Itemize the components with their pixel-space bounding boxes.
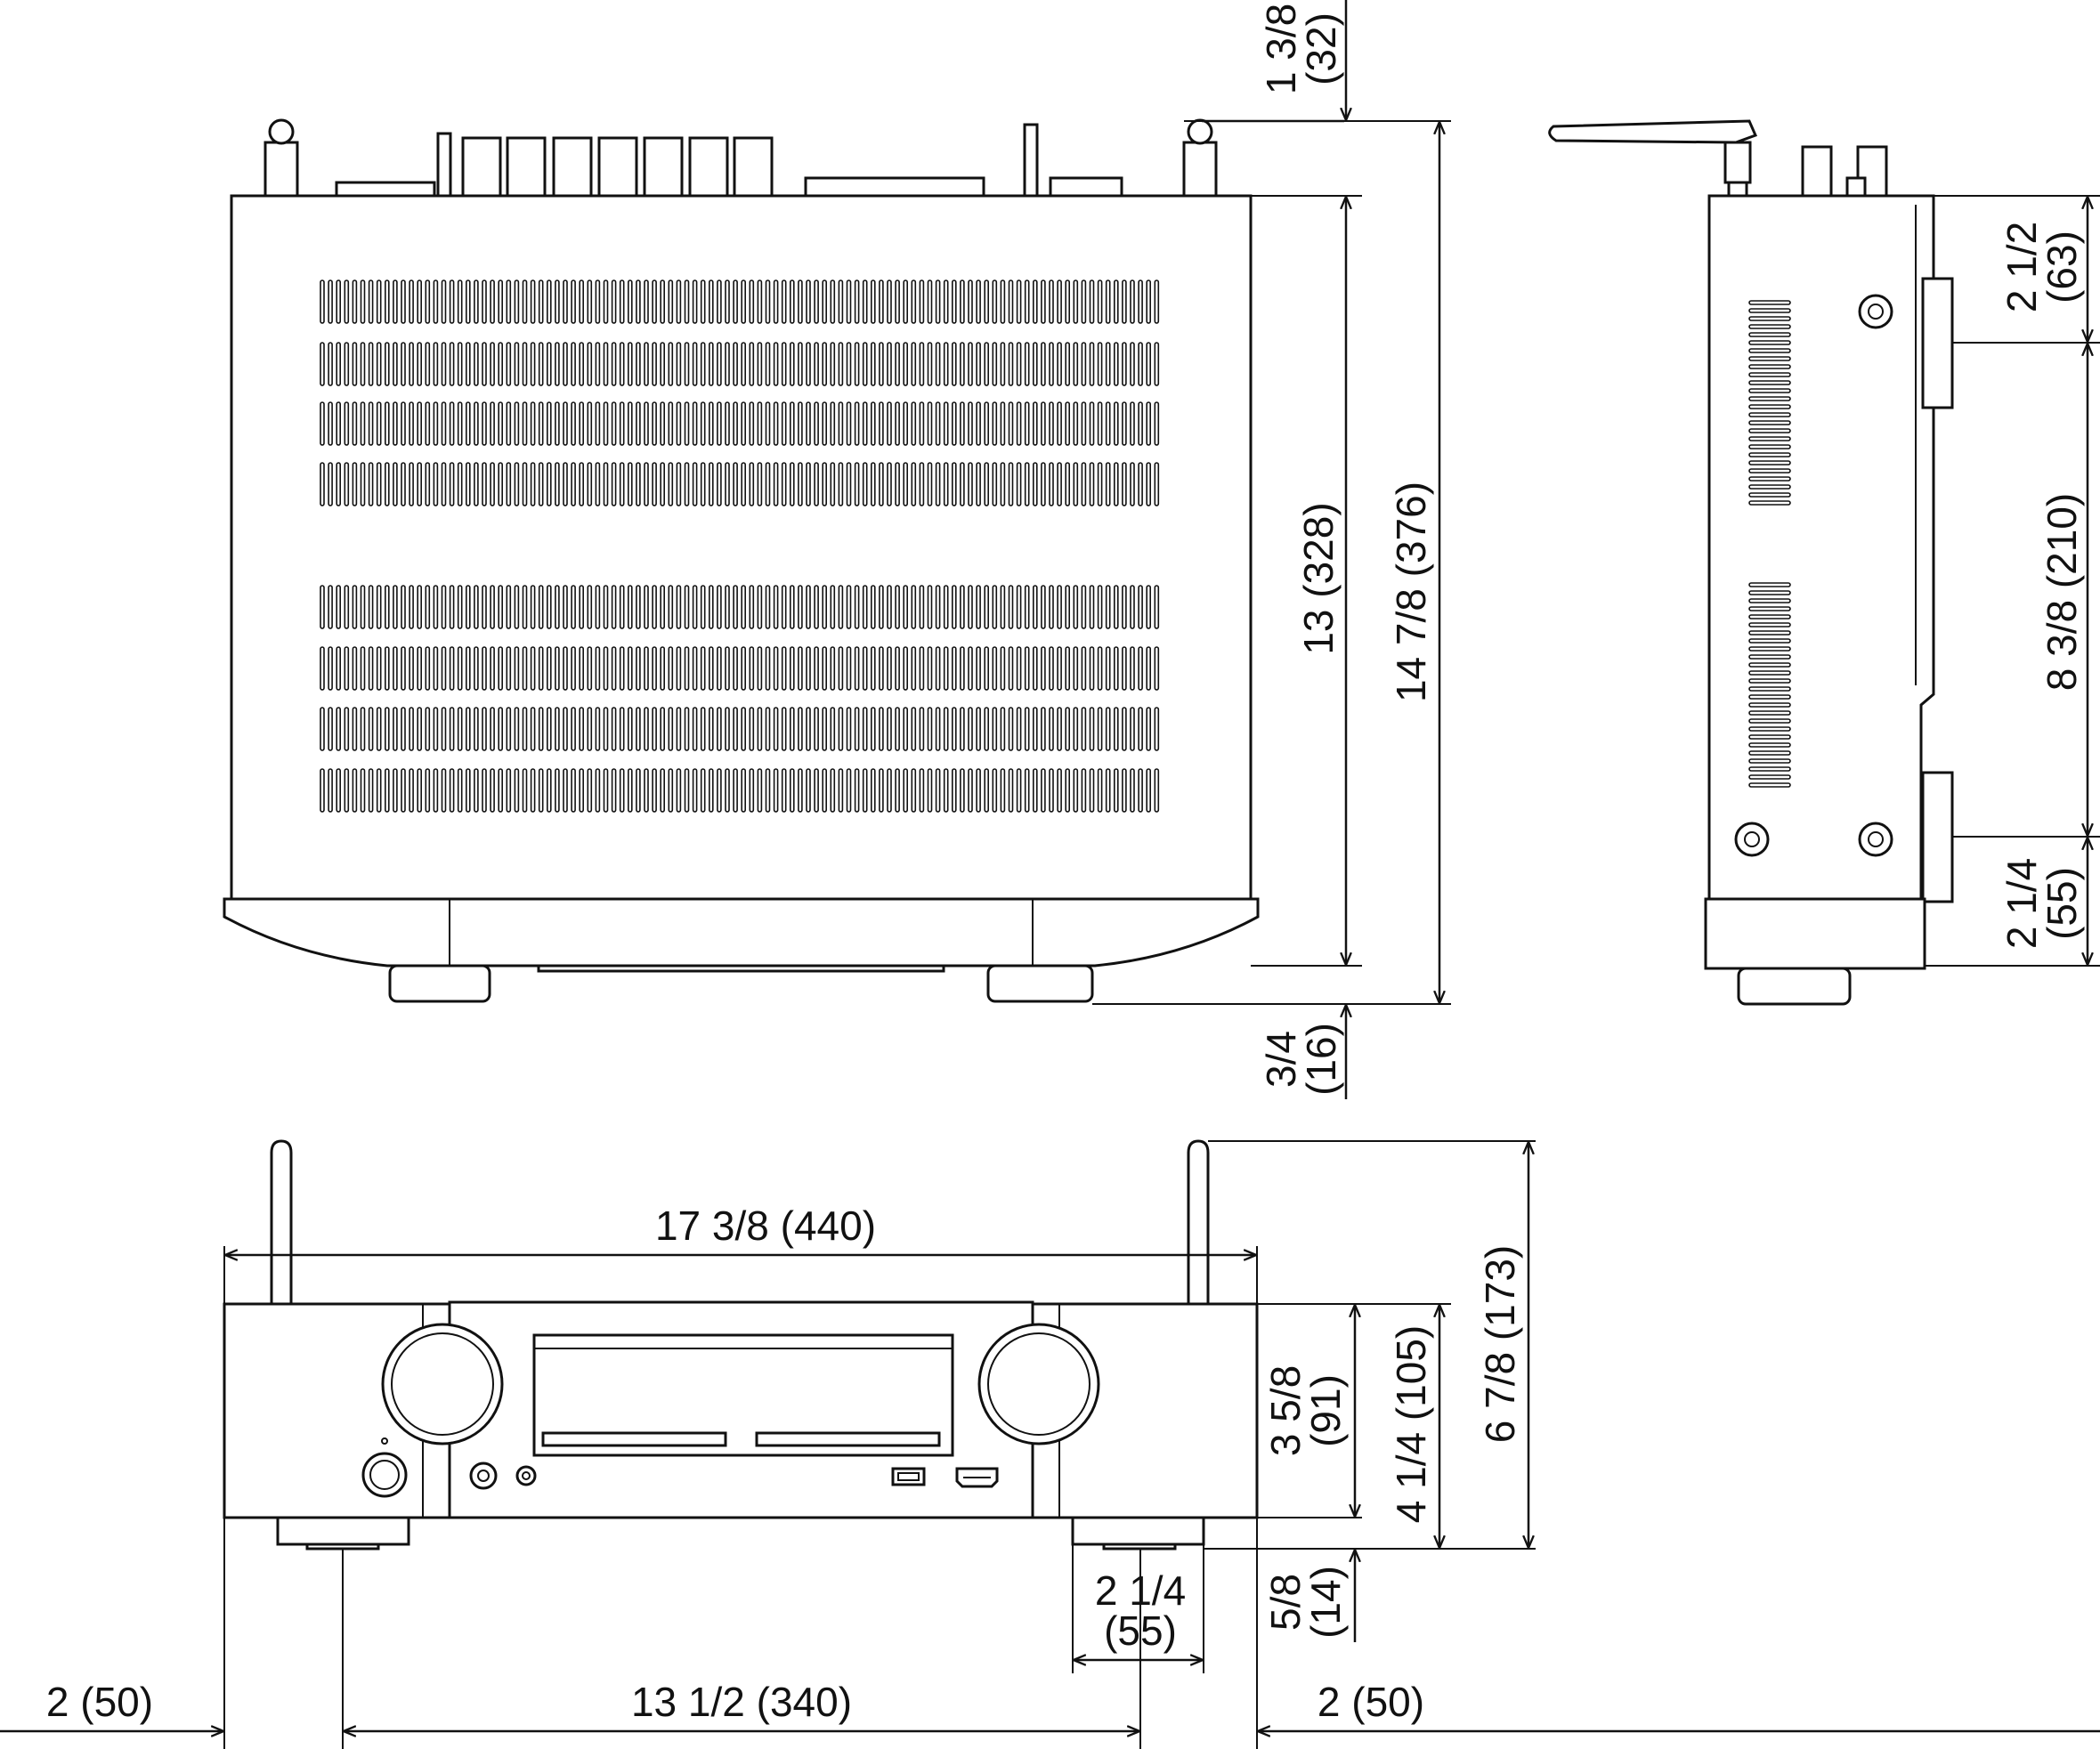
- left-foot: [276, 1516, 410, 1546]
- display-led-bar-right: [755, 1431, 941, 1447]
- headphone-jack[interactable]: [469, 1462, 498, 1490]
- front-view-dimensions: 17 3/8 (440) 3 5/8 (91) 4 1/4 (105) 6 7/…: [0, 1140, 2100, 1749]
- input-selector-knob[interactable]: [381, 1323, 504, 1445]
- side-top-foot: [1921, 277, 1954, 409]
- left-margin-dim: 2 (50): [46, 1679, 153, 1725]
- knob-dim-mm: (16): [1298, 1023, 1344, 1096]
- top-volume-knob: [388, 964, 491, 1003]
- front-view: [223, 1139, 1259, 1551]
- right-margin-dim: 2 (50): [1318, 1679, 1424, 1725]
- body-height-dim: 4 1/4 (105): [1388, 1325, 1434, 1523]
- antenna-dim-mm: (32): [1298, 12, 1344, 85]
- side-screw: [1858, 822, 1893, 857]
- side-antenna: [1548, 119, 1758, 144]
- foot-height-dim-mm: (14): [1302, 1566, 1349, 1639]
- side-top-offset-dim: 2 1/2: [1999, 222, 2045, 312]
- side-knob: [1737, 967, 1852, 1006]
- side-ventilation: [1748, 300, 1791, 788]
- display-led-bar-left: [541, 1431, 727, 1447]
- top-view: [223, 118, 1344, 1003]
- side-foot-spacing-dim: 8 3/8 (210): [2039, 493, 2085, 691]
- side-bottom-offset-dim-mm: (55): [2039, 867, 2085, 940]
- side-screw: [1858, 294, 1893, 329]
- master-volume-knob[interactable]: [977, 1323, 1100, 1445]
- overall-height-dim: 6 7/8 (173): [1477, 1245, 1523, 1443]
- side-screw: [1734, 822, 1770, 857]
- top-view-dimensions: 1 3/8 (32) 13 (328) 14 7/8 (376) 3/4 (16…: [1092, 0, 1451, 1099]
- width-dim: 17 3/8 (440): [655, 1202, 876, 1249]
- left-antenna: [270, 1139, 293, 1306]
- panel-height-dim: 3 5/8: [1262, 1365, 1309, 1456]
- knob-dim: 3/4: [1258, 1031, 1304, 1088]
- top-front-panel: [223, 897, 1260, 968]
- foot-spacing-dim: 13 1/2 (340): [631, 1679, 852, 1725]
- side-front-panel: [1704, 897, 1926, 970]
- side-bottom-offset-dim: 2 1/4: [1999, 858, 2045, 949]
- side-chassis: [1707, 194, 1935, 901]
- overall-depth-dim: 14 7/8 (376): [1388, 482, 1434, 702]
- panel-height-dim-mm: (91): [1302, 1374, 1349, 1447]
- depth-dim: 13 (328): [1295, 502, 1342, 654]
- rear-connectors: [264, 118, 1344, 198]
- side-top-offset-dim-mm: (63): [2039, 231, 2085, 304]
- foot-height-dim: 5/8: [1262, 1574, 1309, 1631]
- side-view: [1548, 119, 1954, 1006]
- side-view-dimensions: 2 1/2 (63) 8 3/8 (210) 2 1/4 (55): [1925, 195, 2100, 967]
- right-foot: [1071, 1516, 1205, 1546]
- top-ventilation: [320, 279, 1160, 813]
- antenna-dim: 1 3/8: [1258, 4, 1304, 94]
- top-selector-knob: [986, 964, 1094, 1003]
- setup-mic-jack[interactable]: [515, 1465, 537, 1486]
- side-bottom-foot: [1921, 771, 1954, 903]
- right-antenna: [1187, 1139, 1210, 1306]
